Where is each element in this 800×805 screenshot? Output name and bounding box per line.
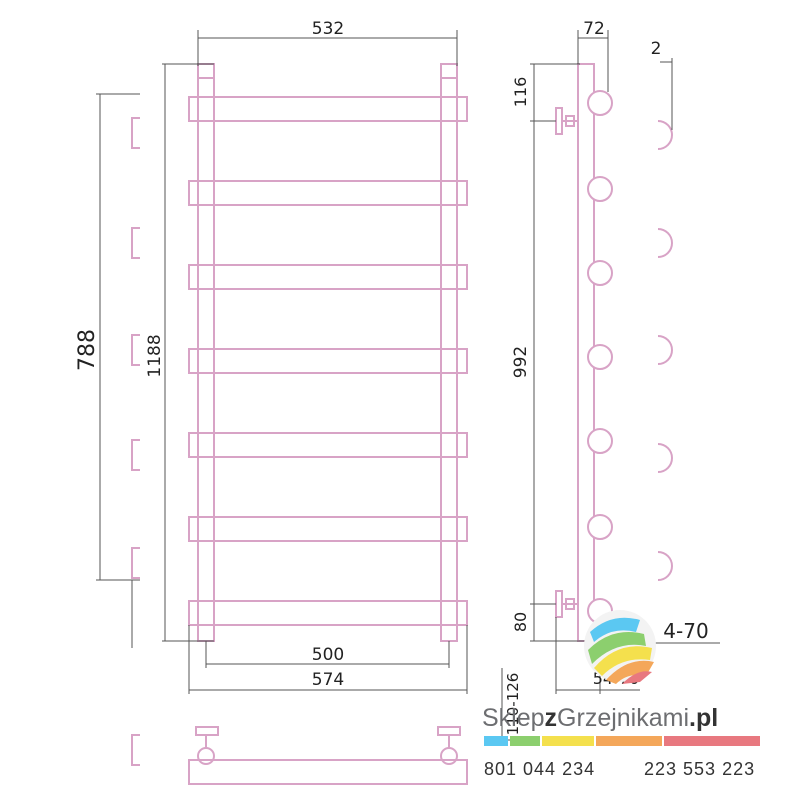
rails-group: [188, 63, 468, 626]
brand-stripe-2: [510, 736, 540, 746]
side-rail-3: [587, 260, 613, 286]
bottom-wall-bracket: [555, 590, 578, 618]
brand-stripe-3: [542, 736, 594, 746]
side-rails-group: [587, 90, 613, 624]
post-cap-2: [440, 63, 458, 79]
edge-arc-4: [657, 443, 673, 473]
phone-number-1: 801 044 234: [484, 759, 595, 779]
brand-name-highlight: z: [545, 704, 558, 732]
top-wall-bracket: [555, 107, 578, 135]
brand-name: SklepzGrzejnikami.pl: [482, 704, 718, 732]
dim-height-total: 1188: [145, 334, 165, 377]
side-rail-2: [587, 176, 613, 202]
side-rail-5: [587, 428, 613, 454]
edge-arc-1: [657, 120, 673, 150]
brand-name-main: Grzejnikami: [557, 704, 689, 732]
brand-logo-mark: [584, 610, 656, 684]
side-rail-6: [587, 514, 613, 540]
dim-width-bottom-outer: 574: [312, 670, 344, 690]
left-post: [197, 63, 215, 642]
rail-3: [188, 264, 468, 290]
side-view: [555, 63, 673, 642]
dim-depth: 72: [583, 19, 605, 39]
dim-bottom-offset: 80: [511, 612, 530, 632]
post-cap-1: [197, 63, 215, 79]
dim-mount-span: 992: [511, 346, 531, 378]
brand-color-stripes: [484, 736, 760, 746]
rail-6: [188, 516, 468, 542]
edge-arc-5: [657, 551, 673, 581]
rail-1: [188, 96, 468, 122]
right-edge-fragment: [657, 120, 673, 581]
dim-height-outer: 788: [75, 329, 100, 371]
dim-pipe-spacing: 4-70: [663, 619, 708, 643]
brand-stripe-5: [664, 736, 760, 746]
side-rail-1: [587, 90, 613, 116]
dim-width-bottom-inner: 500: [312, 645, 344, 665]
bottom-rail: [188, 759, 468, 785]
front-dimensions: [96, 30, 468, 694]
brand-name-domain: .pl: [689, 704, 718, 732]
phone-number-2: 223 553 223: [644, 759, 755, 779]
brand-name-prefix: Sklep: [482, 704, 545, 732]
rail-2: [188, 180, 468, 206]
side-dimensions: [530, 30, 720, 694]
dim-connection-range: 110-126: [504, 673, 522, 736]
bottom-view: [188, 726, 468, 785]
brand-stripe-1: [484, 736, 508, 746]
dim-top-offset: 116: [511, 77, 530, 108]
dim-width-top: 532: [312, 19, 344, 39]
edge-arc-3: [657, 335, 673, 365]
bottom-valve-left: [195, 726, 219, 765]
rail-4: [188, 348, 468, 374]
dim-edge-fragment: 2: [651, 39, 662, 59]
rail-5: [188, 432, 468, 458]
side-rail-4: [587, 344, 613, 370]
edge-arc-2: [657, 228, 673, 258]
right-post: [440, 63, 458, 642]
left-edge-fragment: [131, 117, 140, 766]
bottom-valve-right: [437, 726, 461, 765]
front-view: [188, 63, 468, 642]
rail-7: [188, 600, 468, 626]
brand-stripe-4: [596, 736, 662, 746]
